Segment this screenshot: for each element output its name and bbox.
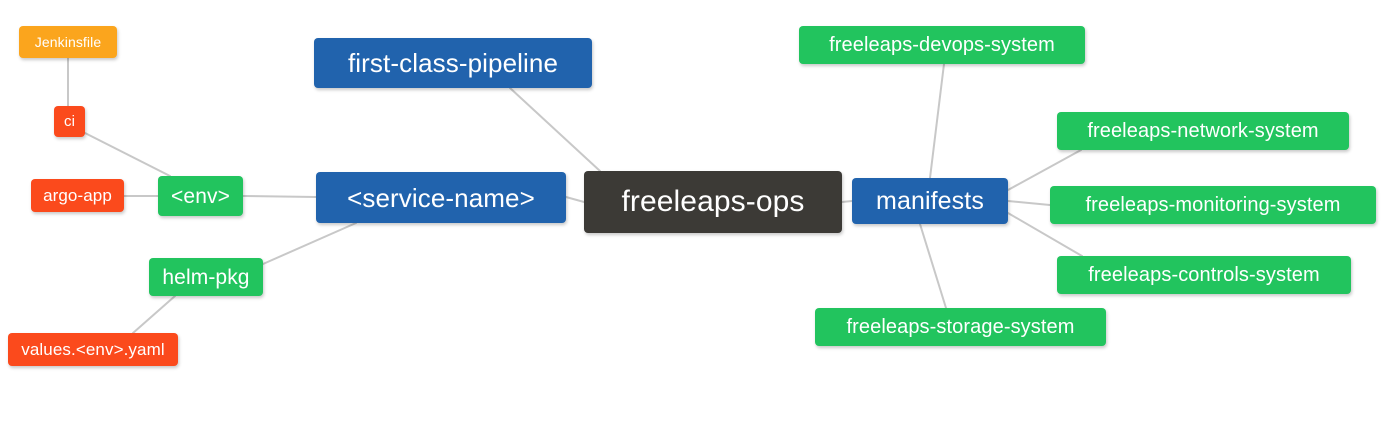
edge-manifests-to-freeleaps-monitoring-system [1007, 200, 1051, 206]
node-label-freeleaps-ops: freeleaps-ops [621, 185, 805, 218]
node-label-freeleaps-controls-system: freeleaps-controls-system [1088, 264, 1320, 286]
node-env[interactable]: <env> [158, 176, 243, 216]
node-jenkinsfile[interactable]: Jenkinsfile [19, 26, 117, 58]
node-manifests[interactable]: manifests [852, 178, 1008, 224]
node-label-freeleaps-network-system: freeleaps-network-system [1087, 120, 1319, 142]
node-label-freeleaps-devops-system: freeleaps-devops-system [829, 34, 1055, 56]
node-label-service-name: <service-name> [347, 182, 535, 213]
node-label-freeleaps-monitoring-system: freeleaps-monitoring-system [1085, 194, 1341, 216]
node-freeleaps-storage-system[interactable]: freeleaps-storage-system [815, 308, 1106, 346]
node-helm-pkg[interactable]: helm-pkg [149, 258, 263, 296]
edge-service-name-to-env [242, 195, 317, 198]
edge-freeleaps-ops-to-service-name [565, 196, 585, 203]
node-values-env-yaml[interactable]: values.<env>.yaml [8, 333, 178, 366]
node-argo-app[interactable]: argo-app [31, 179, 124, 212]
node-label-env: <env> [171, 184, 230, 208]
edge-freeleaps-ops-to-first-class-pipeline [509, 87, 601, 172]
node-ci[interactable]: ci [54, 106, 85, 137]
edge-service-name-to-helm-pkg [262, 222, 357, 265]
node-label-values-env-yaml: values.<env>.yaml [21, 340, 165, 359]
node-freeleaps-ops[interactable]: freeleaps-ops [584, 171, 842, 233]
node-freeleaps-monitoring-system[interactable]: freeleaps-monitoring-system [1050, 186, 1376, 224]
node-label-freeleaps-storage-system: freeleaps-storage-system [846, 316, 1075, 338]
node-freeleaps-devops-system[interactable]: freeleaps-devops-system [799, 26, 1085, 64]
edge-manifests-to-freeleaps-storage-system [919, 223, 947, 309]
node-label-first-class-pipeline: first-class-pipeline [347, 48, 559, 78]
node-freeleaps-controls-system[interactable]: freeleaps-controls-system [1057, 256, 1351, 294]
edge-manifests-to-freeleaps-network-system [1007, 149, 1082, 191]
node-first-class-pipeline[interactable]: first-class-pipeline [314, 38, 592, 88]
edge-helm-pkg-to-values-env-yaml [132, 295, 176, 334]
node-label-helm-pkg: helm-pkg [162, 265, 250, 289]
node-label-jenkinsfile: Jenkinsfile [34, 34, 102, 50]
edge-manifests-to-freeleaps-devops-system [929, 63, 945, 179]
node-label-argo-app: argo-app [43, 186, 112, 205]
edge-env-to-ci [84, 132, 171, 177]
edge-freeleaps-ops-to-manifests [841, 200, 853, 203]
node-service-name[interactable]: <service-name> [316, 172, 566, 223]
node-label-manifests: manifests [876, 186, 984, 215]
node-label-ci: ci [63, 113, 76, 130]
node-freeleaps-network-system[interactable]: freeleaps-network-system [1057, 112, 1349, 150]
